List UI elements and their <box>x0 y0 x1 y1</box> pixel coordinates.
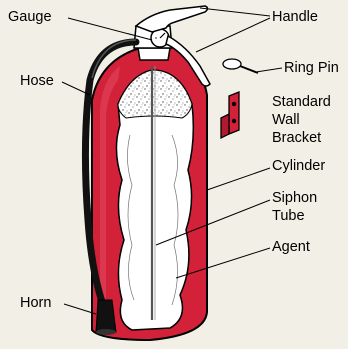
label-standard: Standard <box>272 94 331 110</box>
handle-lever <box>136 6 208 32</box>
ring-pin <box>223 59 258 73</box>
label-wall: Wall <box>272 112 300 128</box>
leader-handle-2 <box>196 18 270 52</box>
leader-ring-pin <box>256 68 282 72</box>
label-tube: Tube <box>272 208 305 224</box>
label-handle: Handle <box>272 9 318 25</box>
wall-bracket <box>221 92 239 138</box>
label-gauge: Gauge <box>8 9 52 25</box>
label-agent: Agent <box>272 239 310 255</box>
valve-neck <box>138 48 170 60</box>
label-siphon: Siphon <box>272 190 317 206</box>
leader-handle-1 <box>200 8 270 16</box>
label-horn: Horn <box>20 295 51 311</box>
label-ring-pin: Ring Pin <box>284 60 339 76</box>
label-hose: Hose <box>20 73 54 89</box>
horn <box>96 300 116 332</box>
label-bracket: Bracket <box>272 130 321 146</box>
label-cylinder: Cylinder <box>272 158 325 174</box>
leader-cylinder <box>207 168 270 190</box>
